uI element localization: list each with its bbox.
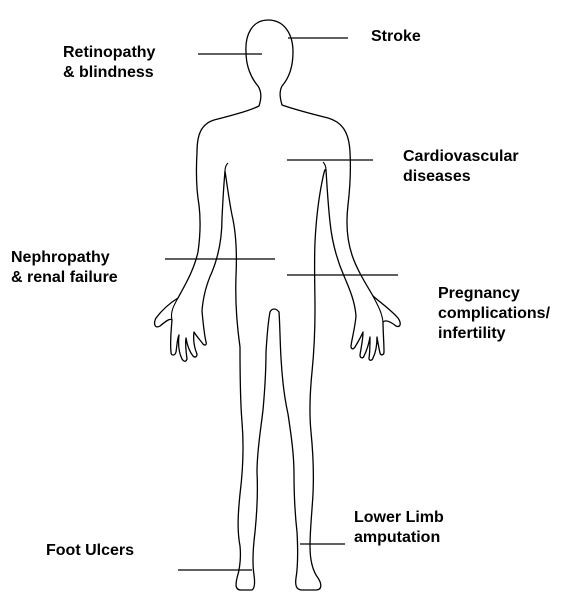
label-cardiovascular: Cardiovascular diseases [403,147,519,187]
label-lower-limb-line2: amputation [354,528,444,548]
label-pregnancy-line1: Pregnancy [438,284,550,304]
label-retinopathy-line2: & blindness [63,63,155,83]
label-cardiovascular-line1: Cardiovascular [403,147,519,167]
label-retinopathy: Retinopathy & blindness [63,43,155,83]
right-armpit-mark [323,162,326,170]
label-retinopathy-line1: Retinopathy [63,43,155,63]
label-foot-ulcers-line1: Foot Ulcers [46,541,134,561]
label-lower-limb-line1: Lower Limb [354,508,444,528]
label-stroke-line1: Stroke [371,27,421,47]
label-nephropathy: Nephropathy & renal failure [11,248,118,288]
label-pregnancy-line2: complications/ [438,304,550,324]
label-pregnancy-line3: infertility [438,324,550,344]
label-lower-limb: Lower Limb amputation [354,508,444,548]
label-nephropathy-line1: Nephropathy [11,248,118,268]
left-armpit-mark [225,163,228,171]
label-nephropathy-line2: & renal failure [11,268,118,288]
label-foot-ulcers: Foot Ulcers [46,541,134,561]
label-cardiovascular-line2: diseases [403,167,519,187]
label-stroke: Stroke [371,27,421,47]
body-outline [155,20,401,590]
label-pregnancy: Pregnancy complications/ infertility [438,284,550,344]
